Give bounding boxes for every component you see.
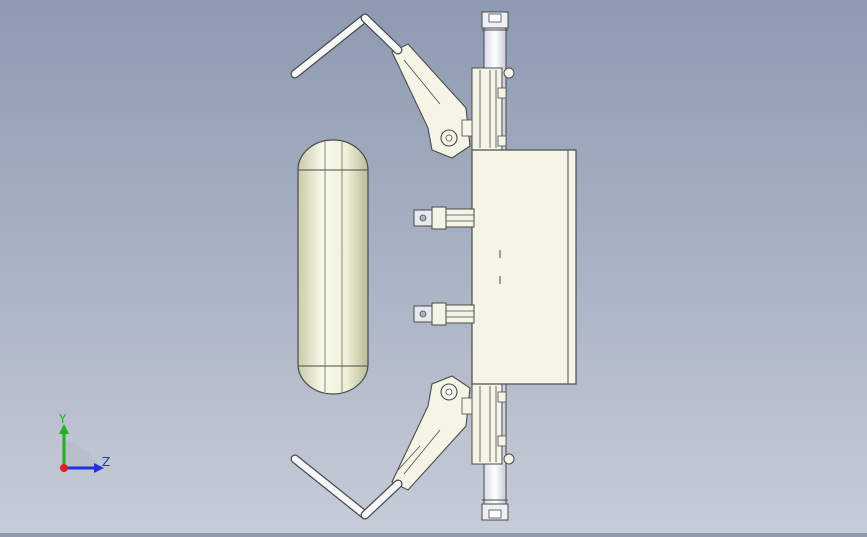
- y-axis-arrowhead: [59, 424, 69, 434]
- cylinder-upper: [413, 206, 475, 230]
- lower-clamp-arm: [290, 375, 473, 520]
- z-axis-arrowhead: [94, 463, 104, 473]
- coordinate-triad: Y Z: [58, 412, 110, 473]
- lower-profile-bracket: [471, 383, 515, 465]
- z-axis-label: Z: [102, 455, 110, 469]
- triad-plane-indicator: [64, 440, 100, 468]
- main-housing-box: [471, 149, 577, 385]
- upper-profile-bracket: [471, 67, 515, 151]
- y-axis-label: Y: [58, 412, 67, 426]
- upper-clamp-arm: [290, 13, 473, 159]
- cylinder-lower: [413, 302, 475, 326]
- x-axis-dot: [60, 464, 68, 472]
- air-tank: [297, 139, 369, 395]
